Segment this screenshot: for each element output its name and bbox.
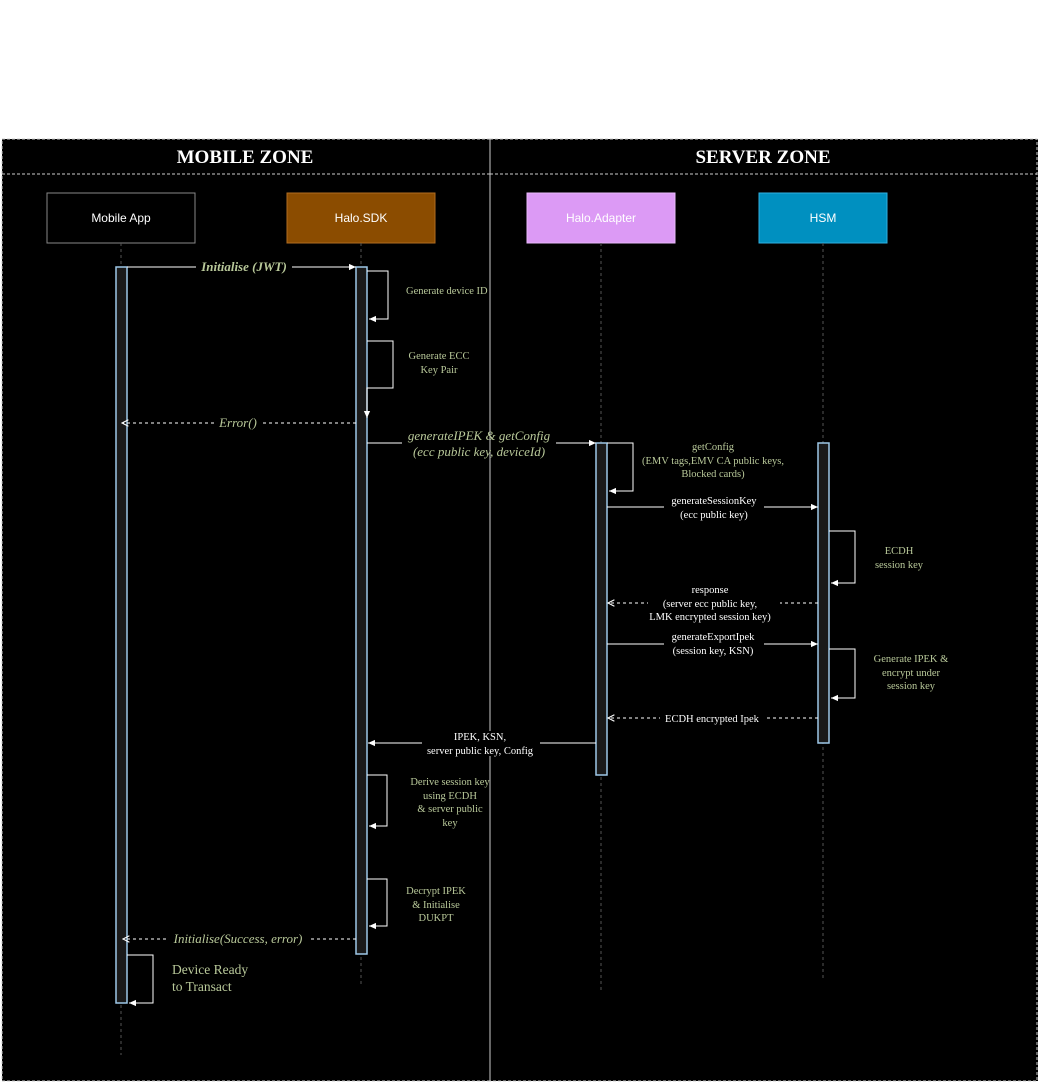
msg-generate-ipek-encrypt: Generate IPEK & encrypt under session ke… [829,648,949,702]
participant-label: Mobile App [91,211,151,225]
participant-hsm: HSM [758,192,888,244]
msg-ecdh-session-key: ECDH session key [829,530,924,587]
note-label: to Transact [172,979,232,994]
msg-generate-session-key: generateSessionKey (ecc public key) [607,495,818,521]
note-label: (EMV tags,EMV CA public keys, [642,456,784,467]
participant-mobile-app: Mobile App [46,192,196,244]
note-label: Generate device ID [406,286,488,297]
msg-decrypt-ipek: Decrypt IPEK & Initialise DUKPT [367,878,466,930]
msg-ecdh-encrypted-ipek: ECDH encrypted Ipek [608,711,818,725]
diagram-background [2,139,1038,1081]
msg-initialise-jwt: Initialise (JWT) [127,259,356,274]
msg-label: generateExportIpek [672,632,756,643]
msg-label: Initialise (JWT) [200,259,287,274]
msg-device-ready: Device Ready to Transact [127,954,248,1007]
note-label: Generate IPEK & [874,654,949,665]
mobile-zone: MOBILE ZONE [1,138,491,1082]
msg-label: (server ecc public key, [663,599,757,610]
messages: Initialise (JWT) Generate device ID Gene… [122,259,949,1007]
msg-error: Error() [122,415,356,430]
msg-initialise-success: Initialise(Success, error) [123,931,356,946]
activation-mobile-app [115,266,128,1004]
mobile-zone-title: MOBILE ZONE [177,147,314,168]
activation-bars [115,266,830,1004]
msg-label: IPEK, KSN, [454,732,506,743]
msg-generate-ipek: generateIPEK & getConfig (ecc public key… [367,428,596,459]
msg-generate-ecc: Generate ECC Key Pair [363,340,470,418]
note-label: ECDH [885,546,914,557]
msg-label: generateIPEK & getConfig [408,428,551,443]
note-label: key [442,818,458,829]
note-label: encrypt under [882,668,941,679]
note-label: Derive session key [410,777,490,788]
note-label: DUKPT [418,913,454,924]
note-label: Generate ECC [409,351,470,362]
msg-label: (session key, KSN) [673,646,754,657]
note-label: & Initialise [412,900,460,911]
msg-label: (ecc public key) [680,510,748,521]
activation-hsm [817,442,830,744]
note-label: Device Ready [172,962,248,977]
note-label: Blocked cards) [681,469,745,480]
participant-label: Halo.SDK [335,211,388,225]
note-label: session key [887,681,936,692]
participant-label: Halo.Adapter [566,211,636,225]
msg-label: generateSessionKey [671,496,757,507]
msg-label: response [692,585,729,596]
participant-halo-adapter: Halo.Adapter [526,192,676,244]
msg-ipek-ksn: IPEK, KSN, server public key, Config [368,731,596,757]
msg-label: Initialise(Success, error) [173,931,303,946]
note-label: using ECDH [423,791,477,802]
msg-response: response (server ecc public key, LMK enc… [608,585,818,623]
msg-label: ECDH encrypted Ipek [665,714,760,725]
msg-label: Error() [218,415,257,430]
activation-halo-adapter [595,442,608,776]
note-label: session key [875,560,924,571]
participant-halo-sdk: Halo.SDK [286,192,436,244]
activation-halo-sdk [355,266,368,955]
msg-generate-device-id: Generate device ID [367,270,488,323]
msg-generate-export-ipek: generateExportIpek (session key, KSN) [607,632,818,657]
note-label: Decrypt IPEK [406,886,466,897]
msg-get-config: getConfig (EMV tags,EMV CA public keys, … [607,442,784,495]
msg-label: server public key, Config [427,746,534,757]
participant-label: HSM [810,211,837,225]
note-label: getConfig [692,442,735,453]
msg-label: LMK encrypted session key) [649,612,771,623]
server-zone: SERVER ZONE [489,138,1038,1082]
server-zone-title: SERVER ZONE [695,147,830,168]
msg-derive-session-key: Derive session key using ECDH & server p… [367,774,490,830]
note-label: & server public [417,804,483,815]
note-label: Key Pair [420,365,458,376]
msg-label: (ecc public key, deviceId) [413,444,545,459]
